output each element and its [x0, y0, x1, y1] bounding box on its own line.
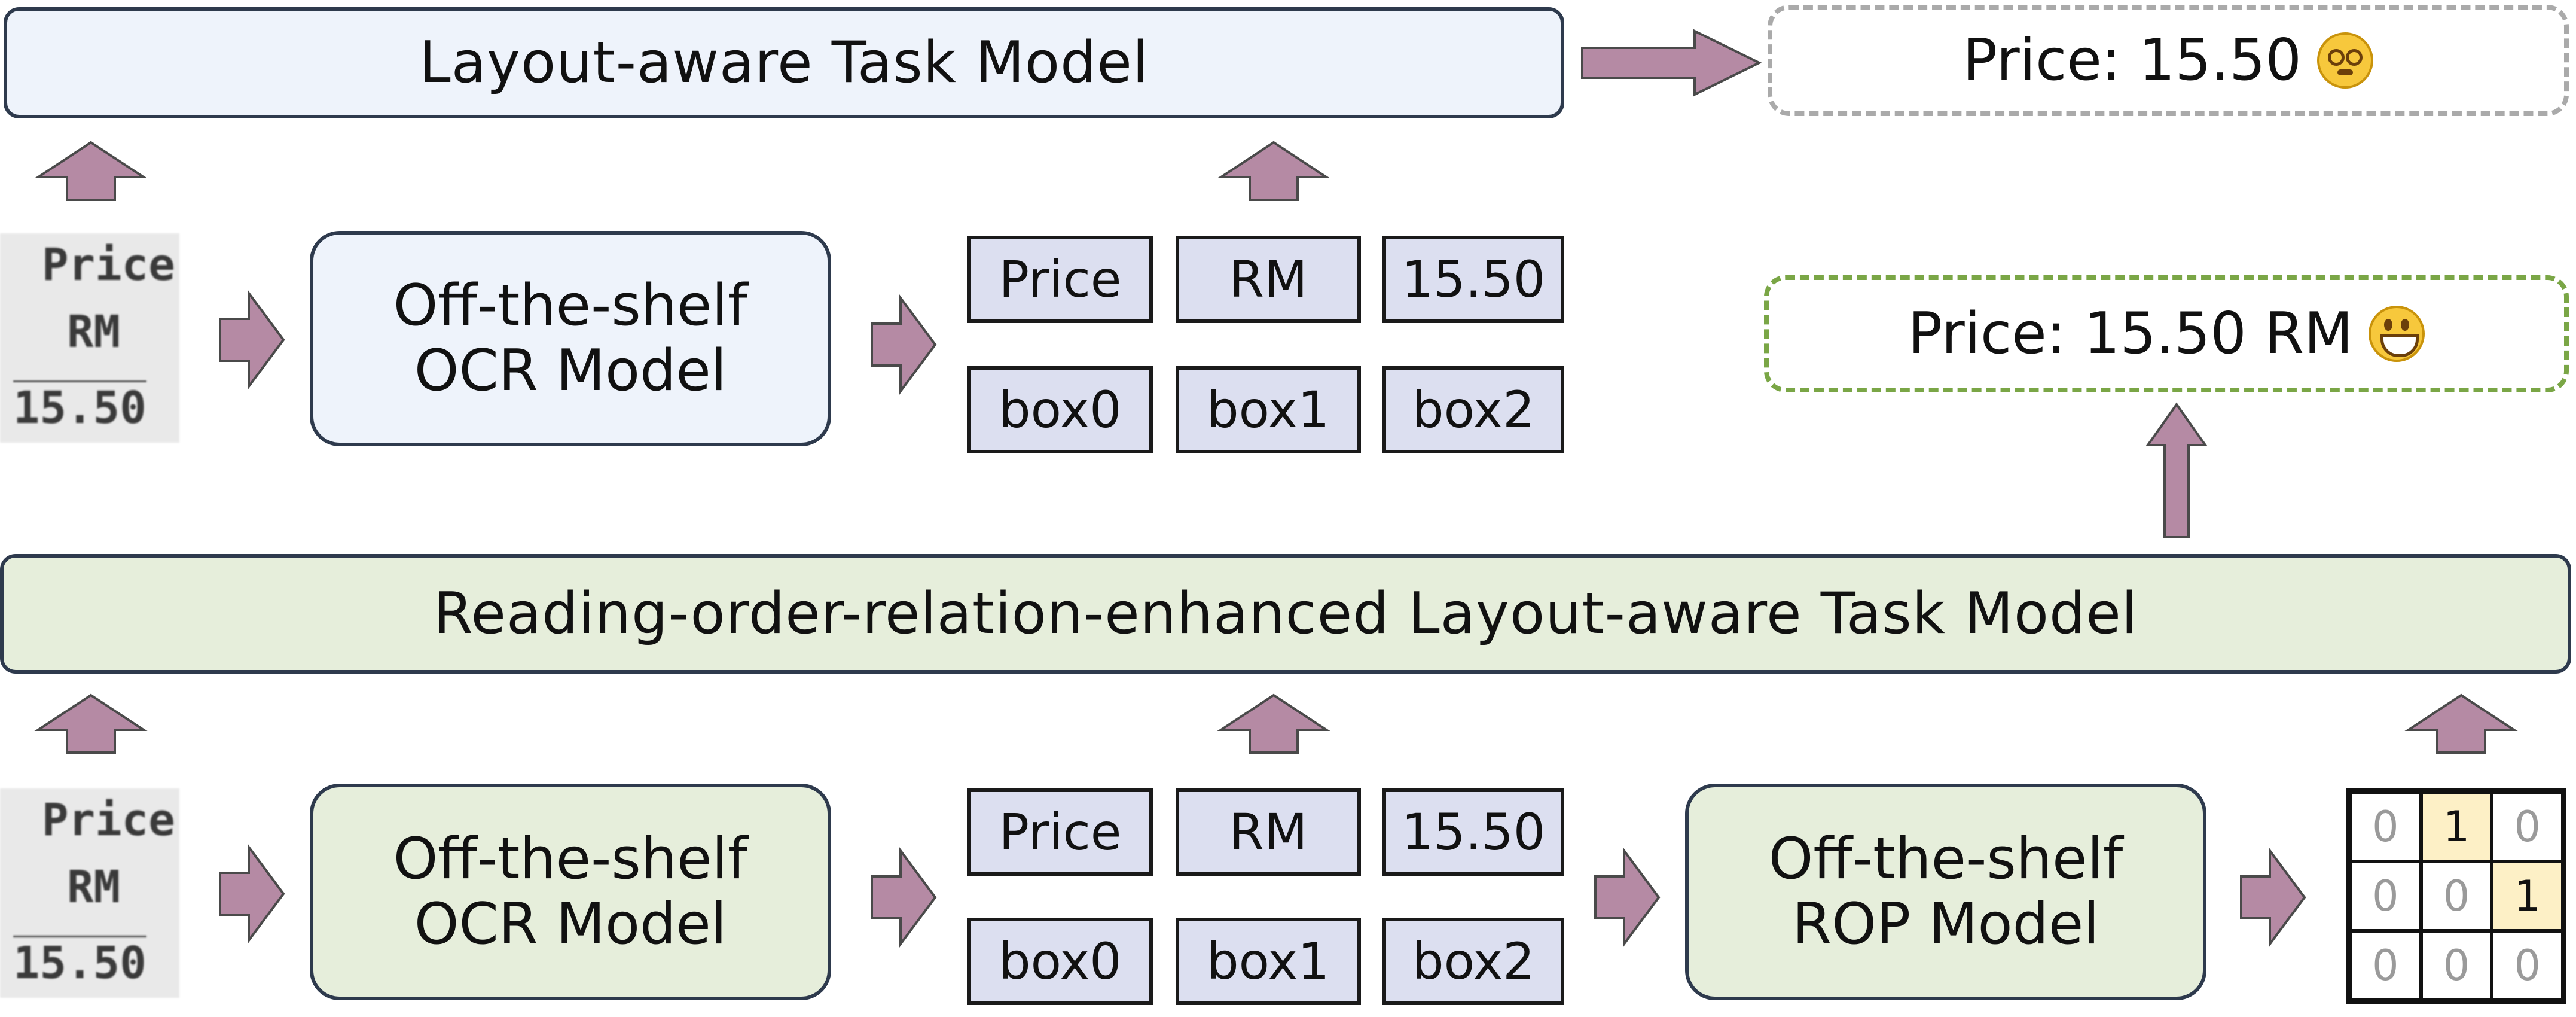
arrow-up-bottom-image — [34, 693, 148, 754]
bottom-task-model-label: Reading-order-relation-enhanced Layout-a… — [433, 581, 2138, 647]
matrix-cell-2-2: 0 — [2492, 931, 2563, 1000]
arrow-right-top-image-to-ocr — [219, 289, 285, 391]
bottom-token-value-text: 15.50 — [1401, 803, 1546, 861]
bottom-crop-line-1: Price — [42, 794, 175, 846]
top-crop-line-2: RM — [67, 306, 121, 358]
matrix-cell-0-1: 1 — [2421, 792, 2492, 861]
bottom-rop-line-2: ROP Model — [1792, 891, 2099, 957]
top-token-value-text: 15.50 — [1401, 250, 1546, 309]
arrow-right-bottom-rop-to-matrix — [2240, 847, 2306, 948]
bottom-ocr-model: Off-the-shelf OCR Model — [310, 784, 831, 1000]
bottom-image-crop: Price RM 15.50 — [0, 788, 179, 998]
relation-matrix: 0 1 0 0 0 1 0 0 0 — [2346, 788, 2566, 1004]
arrow-up-bottom-matrix — [2404, 693, 2518, 754]
top-token-price: Price — [967, 236, 1153, 323]
bottom-ocr-line-1: Off-the-shelf — [393, 826, 748, 892]
arrow-right-top-ocr-to-tokens — [871, 294, 937, 395]
bottom-ocr-line-2: OCR Model — [414, 891, 727, 957]
top-output-box: Price: 15.50 — [1768, 5, 2569, 116]
top-box-0-text: box0 — [999, 380, 1122, 439]
matrix-cell-1-1: 0 — [2421, 861, 2492, 931]
bottom-output-text: Price: 15.50 RM — [1907, 301, 2354, 367]
top-output-text: Price: 15.50 — [1963, 28, 2302, 93]
top-token-value: 15.50 — [1382, 236, 1564, 323]
matrix-cell-1-0: 0 — [2350, 861, 2421, 931]
bottom-rop-model: Off-the-shelf ROP Model — [1685, 784, 2206, 1000]
dizzy-face-icon — [2316, 32, 2373, 89]
top-box-2-text: box2 — [1412, 380, 1535, 439]
top-box-1: box1 — [1176, 366, 1361, 453]
top-task-model: Layout-aware Task Model — [4, 7, 1564, 118]
top-box-1-text: box1 — [1207, 380, 1330, 439]
top-token-rm: RM — [1176, 236, 1361, 323]
bottom-box-1: box1 — [1176, 918, 1361, 1005]
top-crop-line-3: 15.50 — [13, 380, 146, 434]
top-token-rm-text: RM — [1229, 250, 1308, 309]
matrix-cell-0-2: 0 — [2492, 792, 2563, 861]
bottom-token-price-text: Price — [999, 803, 1122, 861]
matrix-cell-2-0: 0 — [2350, 931, 2421, 1000]
top-token-price-text: Price — [999, 250, 1122, 309]
arrow-up-top-image — [34, 141, 148, 201]
grinning-face-icon — [2369, 306, 2425, 362]
bottom-token-price: Price — [967, 788, 1153, 876]
bottom-rop-line-1: Off-the-shelf — [1768, 826, 2123, 892]
top-ocr-line-2: OCR Model — [414, 338, 727, 404]
bottom-box-1-text: box1 — [1207, 932, 1330, 991]
arrow-right-top-task-to-output — [1581, 29, 1762, 97]
top-box-2: box2 — [1382, 366, 1564, 453]
bottom-task-model: Reading-order-relation-enhanced Layout-a… — [0, 554, 2571, 674]
arrow-up-bottom-task-to-output — [2145, 402, 2208, 538]
top-crop-line-1: Price — [42, 239, 175, 291]
top-ocr-model: Off-the-shelf OCR Model — [310, 231, 831, 446]
bottom-token-value: 15.50 — [1382, 788, 1564, 876]
arrow-right-bottom-image-to-ocr — [219, 843, 285, 945]
bottom-token-rm-text: RM — [1229, 803, 1308, 861]
bottom-box-0: box0 — [967, 918, 1153, 1005]
top-box-0: box0 — [967, 366, 1153, 453]
bottom-crop-line-2: RM — [67, 861, 121, 913]
top-task-model-label: Layout-aware Task Model — [419, 30, 1149, 96]
arrow-right-bottom-ocr-to-tokens — [871, 847, 937, 948]
top-ocr-line-1: Off-the-shelf — [393, 272, 748, 339]
arrow-up-top-tokens — [1217, 141, 1330, 201]
top-image-crop: Price RM 15.50 — [0, 233, 179, 443]
arrow-right-bottom-tokens-to-rop — [1594, 847, 1661, 948]
bottom-output-box: Price: 15.50 RM — [1764, 275, 2569, 392]
matrix-cell-0-0: 0 — [2350, 792, 2421, 861]
matrix-cell-1-2: 1 — [2492, 861, 2563, 931]
matrix-cell-2-1: 0 — [2421, 931, 2492, 1000]
bottom-token-rm: RM — [1176, 788, 1361, 876]
bottom-crop-line-3: 15.50 — [13, 936, 146, 989]
bottom-box-2-text: box2 — [1412, 932, 1535, 991]
arrow-up-bottom-tokens — [1217, 693, 1330, 754]
bottom-box-2: box2 — [1382, 918, 1564, 1005]
bottom-box-0-text: box0 — [999, 932, 1122, 991]
